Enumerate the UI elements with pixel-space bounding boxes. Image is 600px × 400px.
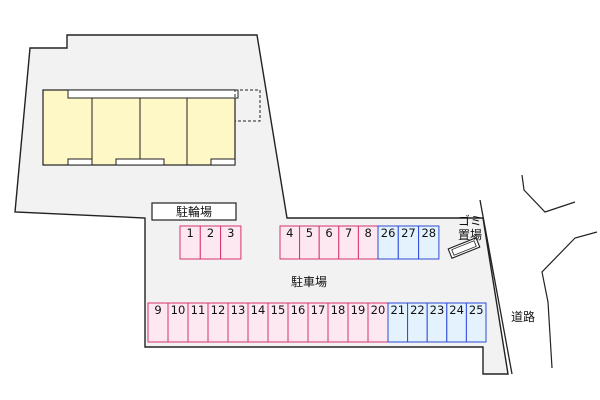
road-label: 道路 bbox=[511, 309, 535, 324]
garbage-bin bbox=[447, 237, 481, 259]
road-curb-upper bbox=[521, 174, 576, 213]
entrance bbox=[115, 158, 165, 166]
bicycle-parking-label: 駐輪場 bbox=[176, 204, 212, 219]
bicycle-parking-sign bbox=[151, 202, 237, 221]
parking-space-number: 14 bbox=[251, 303, 266, 317]
parking-space-number: 24 bbox=[449, 303, 464, 317]
parking-space-number: 12 bbox=[211, 303, 226, 317]
parking-space-number: 9 bbox=[154, 303, 161, 317]
road-edge bbox=[479, 199, 513, 375]
parking-space-3 bbox=[220, 225, 242, 260]
parking-space-number: 27 bbox=[401, 226, 416, 240]
road-curb-lower bbox=[541, 231, 598, 369]
garbage-label-line2: 置場 bbox=[458, 228, 482, 242]
parking-space-number: 8 bbox=[365, 226, 372, 240]
parking-lot-label: 駐車場 bbox=[291, 274, 327, 289]
parking-space-number: 10 bbox=[171, 303, 186, 317]
garbage-label-line1: ゴミ bbox=[458, 213, 482, 228]
parking-space-number: 19 bbox=[351, 303, 366, 317]
parking-space-number: 21 bbox=[390, 303, 405, 317]
entrance bbox=[67, 158, 93, 166]
parking-space-28 bbox=[418, 225, 440, 260]
balcony-dashed bbox=[234, 89, 261, 122]
parking-space-number: 26 bbox=[381, 226, 396, 240]
parking-space-number: 15 bbox=[271, 303, 286, 317]
parking-space-number: 11 bbox=[191, 303, 206, 317]
garbage-area bbox=[447, 237, 481, 259]
parking-space-number: 17 bbox=[311, 303, 326, 317]
parking-space-number: 28 bbox=[421, 226, 436, 240]
parking-space-number: 1 bbox=[187, 226, 194, 240]
parking-space-number: 4 bbox=[286, 226, 293, 240]
parking-space-number: 23 bbox=[430, 303, 445, 317]
parking-space-number: 16 bbox=[291, 303, 306, 317]
parking-space-number: 5 bbox=[306, 226, 313, 240]
parking-space-number: 18 bbox=[331, 303, 346, 317]
parking-space-number: 22 bbox=[410, 303, 425, 317]
entrance bbox=[210, 158, 236, 166]
building-corridor bbox=[67, 89, 239, 99]
building bbox=[42, 89, 261, 166]
parking-space-number: 20 bbox=[371, 303, 386, 317]
parking-space-number: 13 bbox=[231, 303, 246, 317]
parking-space-number: 2 bbox=[207, 226, 214, 240]
parking-space-number: 6 bbox=[325, 226, 332, 240]
parking-space-number: 7 bbox=[345, 226, 352, 240]
parking-space-number: 3 bbox=[227, 226, 234, 240]
building-body bbox=[42, 89, 236, 166]
parking-space-number: 25 bbox=[469, 303, 484, 317]
parking-space-25 bbox=[465, 302, 487, 343]
garbage-bin-inner bbox=[451, 240, 477, 256]
